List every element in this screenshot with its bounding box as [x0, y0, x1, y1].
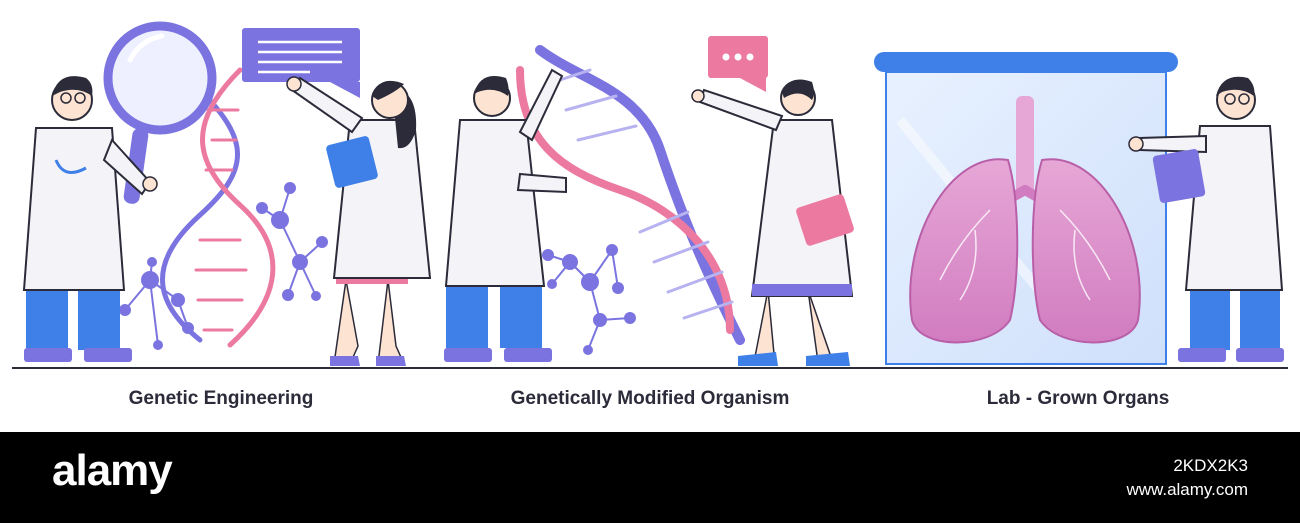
speech-bubble-icon	[242, 28, 360, 98]
image-id: 2KDX2K3	[1173, 456, 1248, 475]
lungs-icon	[909, 96, 1141, 344]
speech-bubble-icon	[708, 36, 768, 92]
magnifier-icon	[103, 21, 217, 204]
site-url: www.alamy.com	[1126, 480, 1248, 499]
panel-lab-grown-organs	[874, 52, 1284, 365]
female-scientist-figure	[691, 79, 854, 366]
dna-helix-icon	[160, 67, 276, 348]
panel-genetically-modified-organism	[444, 36, 854, 366]
male-scientist-figure	[444, 68, 567, 362]
molecule-icon	[542, 244, 636, 355]
caption-genetically-modified-organism: Genetically Modified Organism	[510, 388, 790, 409]
illustration-canvas	[12, 21, 1288, 369]
male-scientist-figure	[22, 76, 158, 362]
male-scientist-figure	[1128, 76, 1284, 362]
panel-genetic-engineering	[22, 21, 432, 366]
alamy-logo: alamy	[52, 446, 173, 495]
watermark-footer: alamy 2KDX2K3 www.alamy.com	[0, 432, 1300, 523]
caption-genetic-engineering: Genetic Engineering	[128, 388, 314, 409]
female-scientist-figure	[286, 76, 432, 366]
molecule-icon	[119, 182, 328, 350]
caption-lab-grown-organs: Lab - Grown Organs	[986, 388, 1170, 409]
